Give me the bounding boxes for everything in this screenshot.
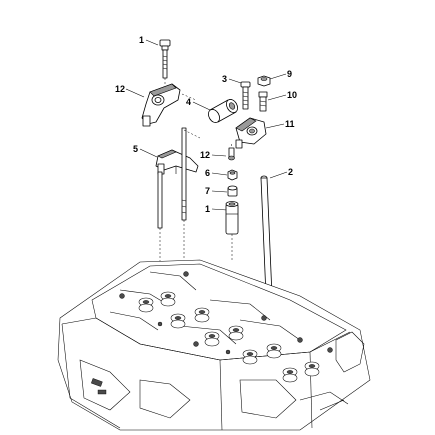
bolt-icon [240,81,251,110]
callout-5: 5 [133,144,158,158]
valve-spring-icon [282,367,298,383]
adjuster-screw-icon [228,144,235,161]
bushing-icon [208,99,238,123]
valve-spring-icon [304,361,320,377]
callout-9: 10 [267,90,297,101]
callout-6: 6 [205,168,228,178]
valve-spring-icon [242,349,258,365]
lock-nut-icon [227,169,238,181]
callout-12: 12 [115,84,145,98]
svg-text:9: 9 [287,69,292,79]
callout-8: 9 [269,69,292,80]
callout-1: 1 [205,204,228,214]
svg-text:10: 10 [287,90,297,100]
nut-icon [257,75,271,87]
callout-11: 12 [200,150,227,160]
valve-spring-icon [170,313,186,329]
svg-text:1: 1 [139,35,144,45]
callout-2: 2 [269,167,293,179]
svg-text:12: 12 [115,84,125,94]
svg-text:4: 4 [186,97,191,107]
callout-10: 11 [265,119,295,129]
valve-spring-icon [266,343,282,359]
valve-spring-icon [138,297,154,313]
cylinder-head-icon [57,259,371,431]
callout-4: 4 [186,97,211,111]
svg-text:5: 5 [133,144,138,154]
rocker-arm-icon [235,117,267,149]
svg-text:7: 7 [205,186,210,196]
valve-cap-icon [227,185,238,197]
valve-spring-icon [194,307,210,323]
pushrod-icon [260,175,273,299]
svg-text:12: 12 [200,150,210,160]
svg-text:3: 3 [222,74,227,84]
callout-3-top: 1 [139,35,159,46]
stud-icon [258,91,268,112]
rocker-arm-icon [141,83,197,127]
svg-text:11: 11 [285,119,295,129]
valve-spring-icon [204,331,220,347]
bolt-icon [159,39,171,86]
callout-7: 7 [205,186,228,196]
svg-text:2: 2 [288,167,293,177]
svg-text:6: 6 [205,168,210,178]
svg-text:1: 1 [205,204,210,214]
valve-spring-icon [160,291,176,307]
tappet-icon [225,201,239,262]
rocker-shaft-icon [155,127,201,262]
valve-spring-icon [228,325,244,341]
